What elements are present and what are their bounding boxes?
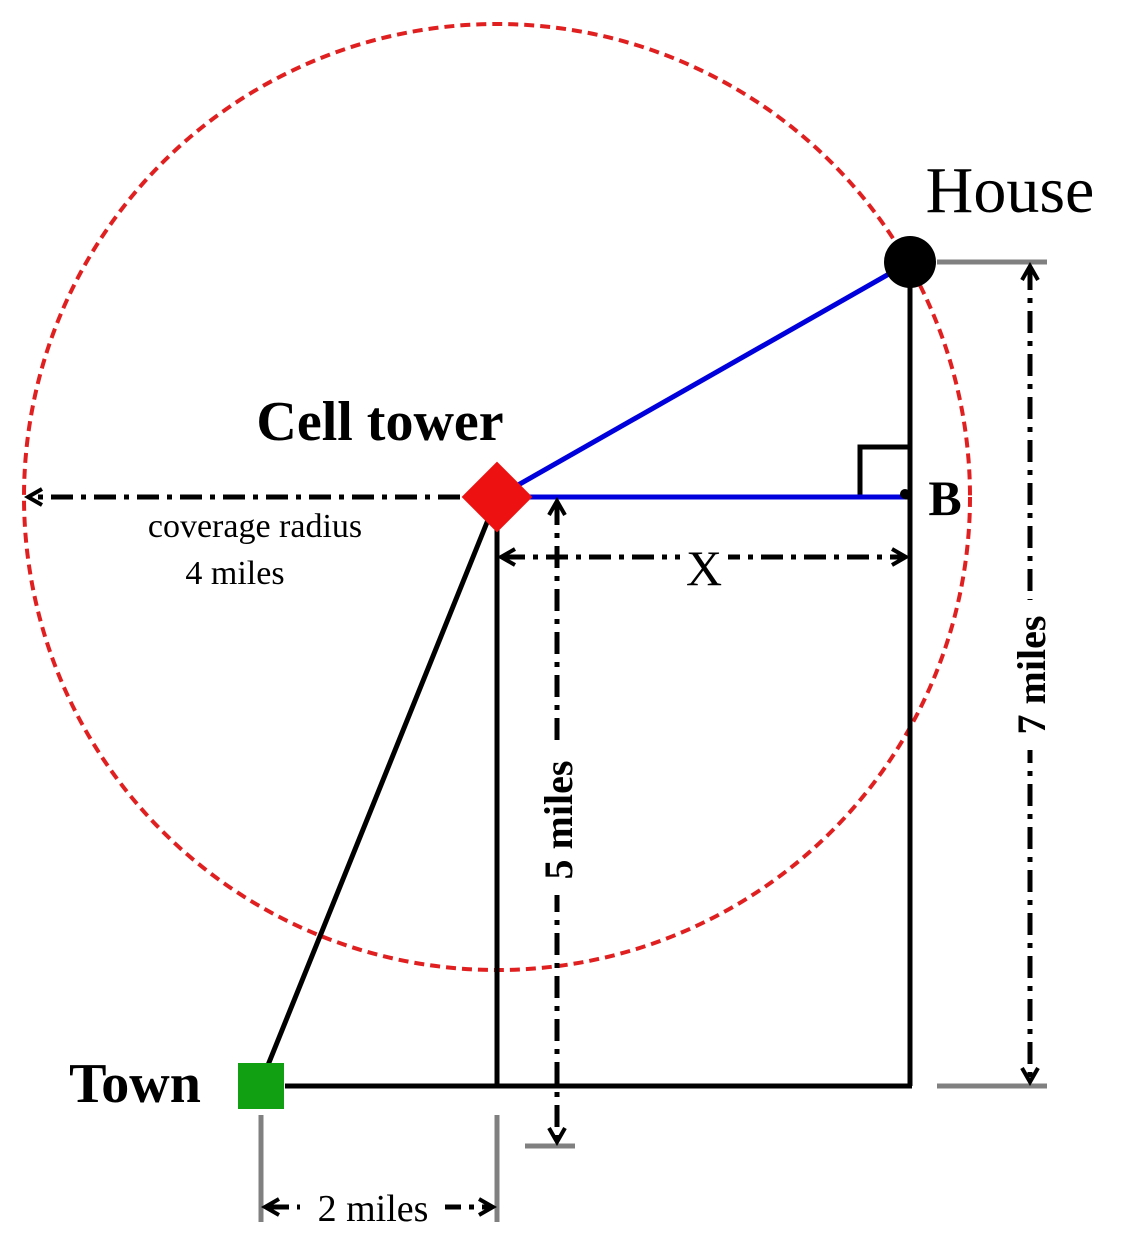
point-b-dot	[900, 489, 910, 499]
town-label: Town	[69, 1053, 201, 1115]
right-angle-marker	[857, 444, 913, 500]
house-marker	[884, 236, 936, 288]
town-marker	[238, 1063, 284, 1109]
route-lines	[265, 262, 913, 1089]
five-miles-label: 5 miles	[536, 761, 581, 880]
house-label: House	[926, 154, 1095, 227]
blue-lines	[495, 259, 912, 500]
x-label: X	[686, 540, 722, 596]
cell-tower-marker	[461, 461, 533, 533]
coverage-miles-label: 4 miles	[185, 555, 284, 592]
seven-miles-label: 7 miles	[1009, 616, 1054, 735]
cell-tower-label: Cell tower	[256, 391, 503, 453]
two-miles-label: 2 miles	[318, 1188, 429, 1230]
coverage-radius-label: coverage radius	[148, 508, 362, 545]
point-b-label: B	[928, 470, 961, 526]
